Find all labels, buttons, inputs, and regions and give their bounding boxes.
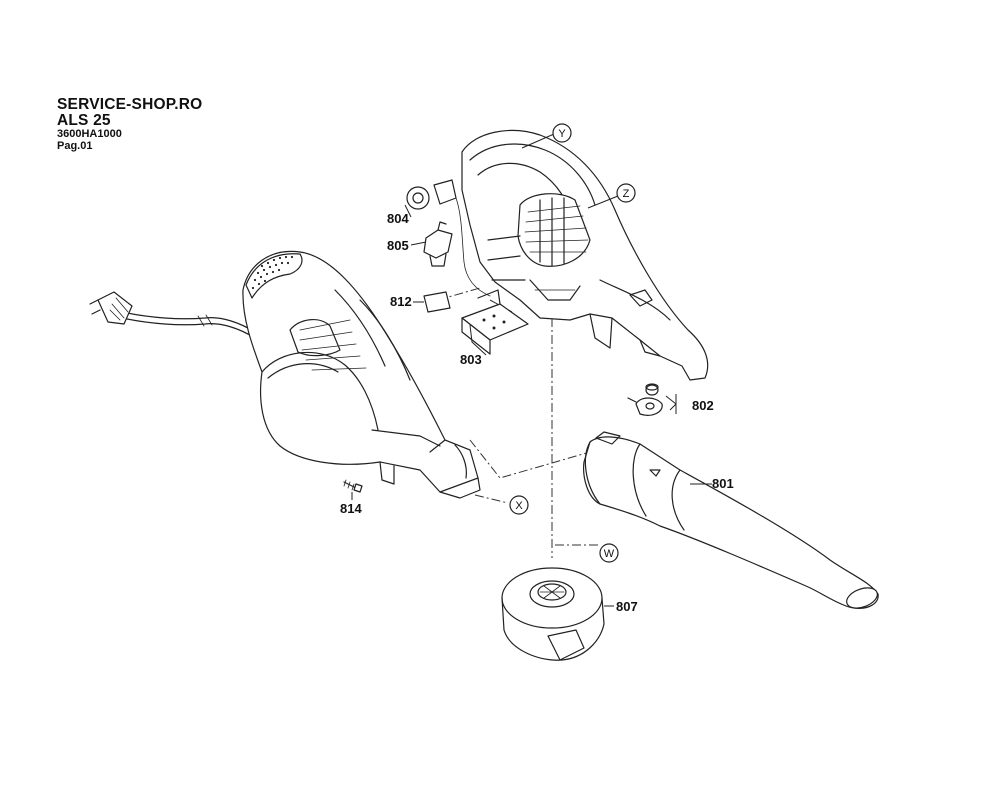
title-block: SERVICE-SHOP.RO ALS 25 3600HA1000 Pag.01	[57, 97, 202, 152]
label-801: 801	[712, 476, 734, 491]
ref-w-marker: W	[599, 543, 619, 563]
housing-left	[242, 250, 481, 499]
ref-z-text: Z	[623, 188, 630, 200]
leader-lines	[351, 133, 712, 607]
ref-y-marker: Y	[552, 123, 572, 143]
ref-y-text: Y	[558, 128, 566, 140]
label-805: 805	[387, 238, 409, 253]
part-802-fastener	[627, 383, 663, 416]
ref-w-text: W	[604, 548, 615, 560]
part-814-screw	[343, 479, 363, 493]
shop-name: SERVICE-SHOP.RO	[57, 96, 203, 113]
label-812: 812	[390, 294, 412, 309]
power-cord	[89, 291, 259, 341]
reference-markers: Y Z X W	[509, 123, 636, 563]
part-numbers: 804 805 812 803 802 801 807 814	[340, 211, 734, 614]
part-801-tube	[583, 431, 879, 609]
part-804-nut	[406, 179, 457, 210]
model-code: 3600HA1000	[57, 128, 122, 140]
part-807-cover	[501, 567, 605, 661]
part-805-switch	[423, 197, 491, 297]
part-803-bracket	[461, 289, 529, 355]
label-804: 804	[387, 211, 409, 226]
model-name: ALS 25	[57, 111, 111, 129]
housing-right	[461, 129, 709, 381]
label-802: 802	[692, 398, 714, 413]
ref-x-marker: X	[509, 495, 529, 515]
ref-z-marker: Z	[616, 183, 636, 203]
label-814: 814	[340, 501, 362, 516]
label-807: 807	[616, 599, 638, 614]
part-812-block	[423, 291, 451, 313]
page-number: Pag.01	[57, 140, 93, 152]
ref-x-text: X	[515, 500, 523, 512]
label-803: 803	[460, 352, 482, 367]
